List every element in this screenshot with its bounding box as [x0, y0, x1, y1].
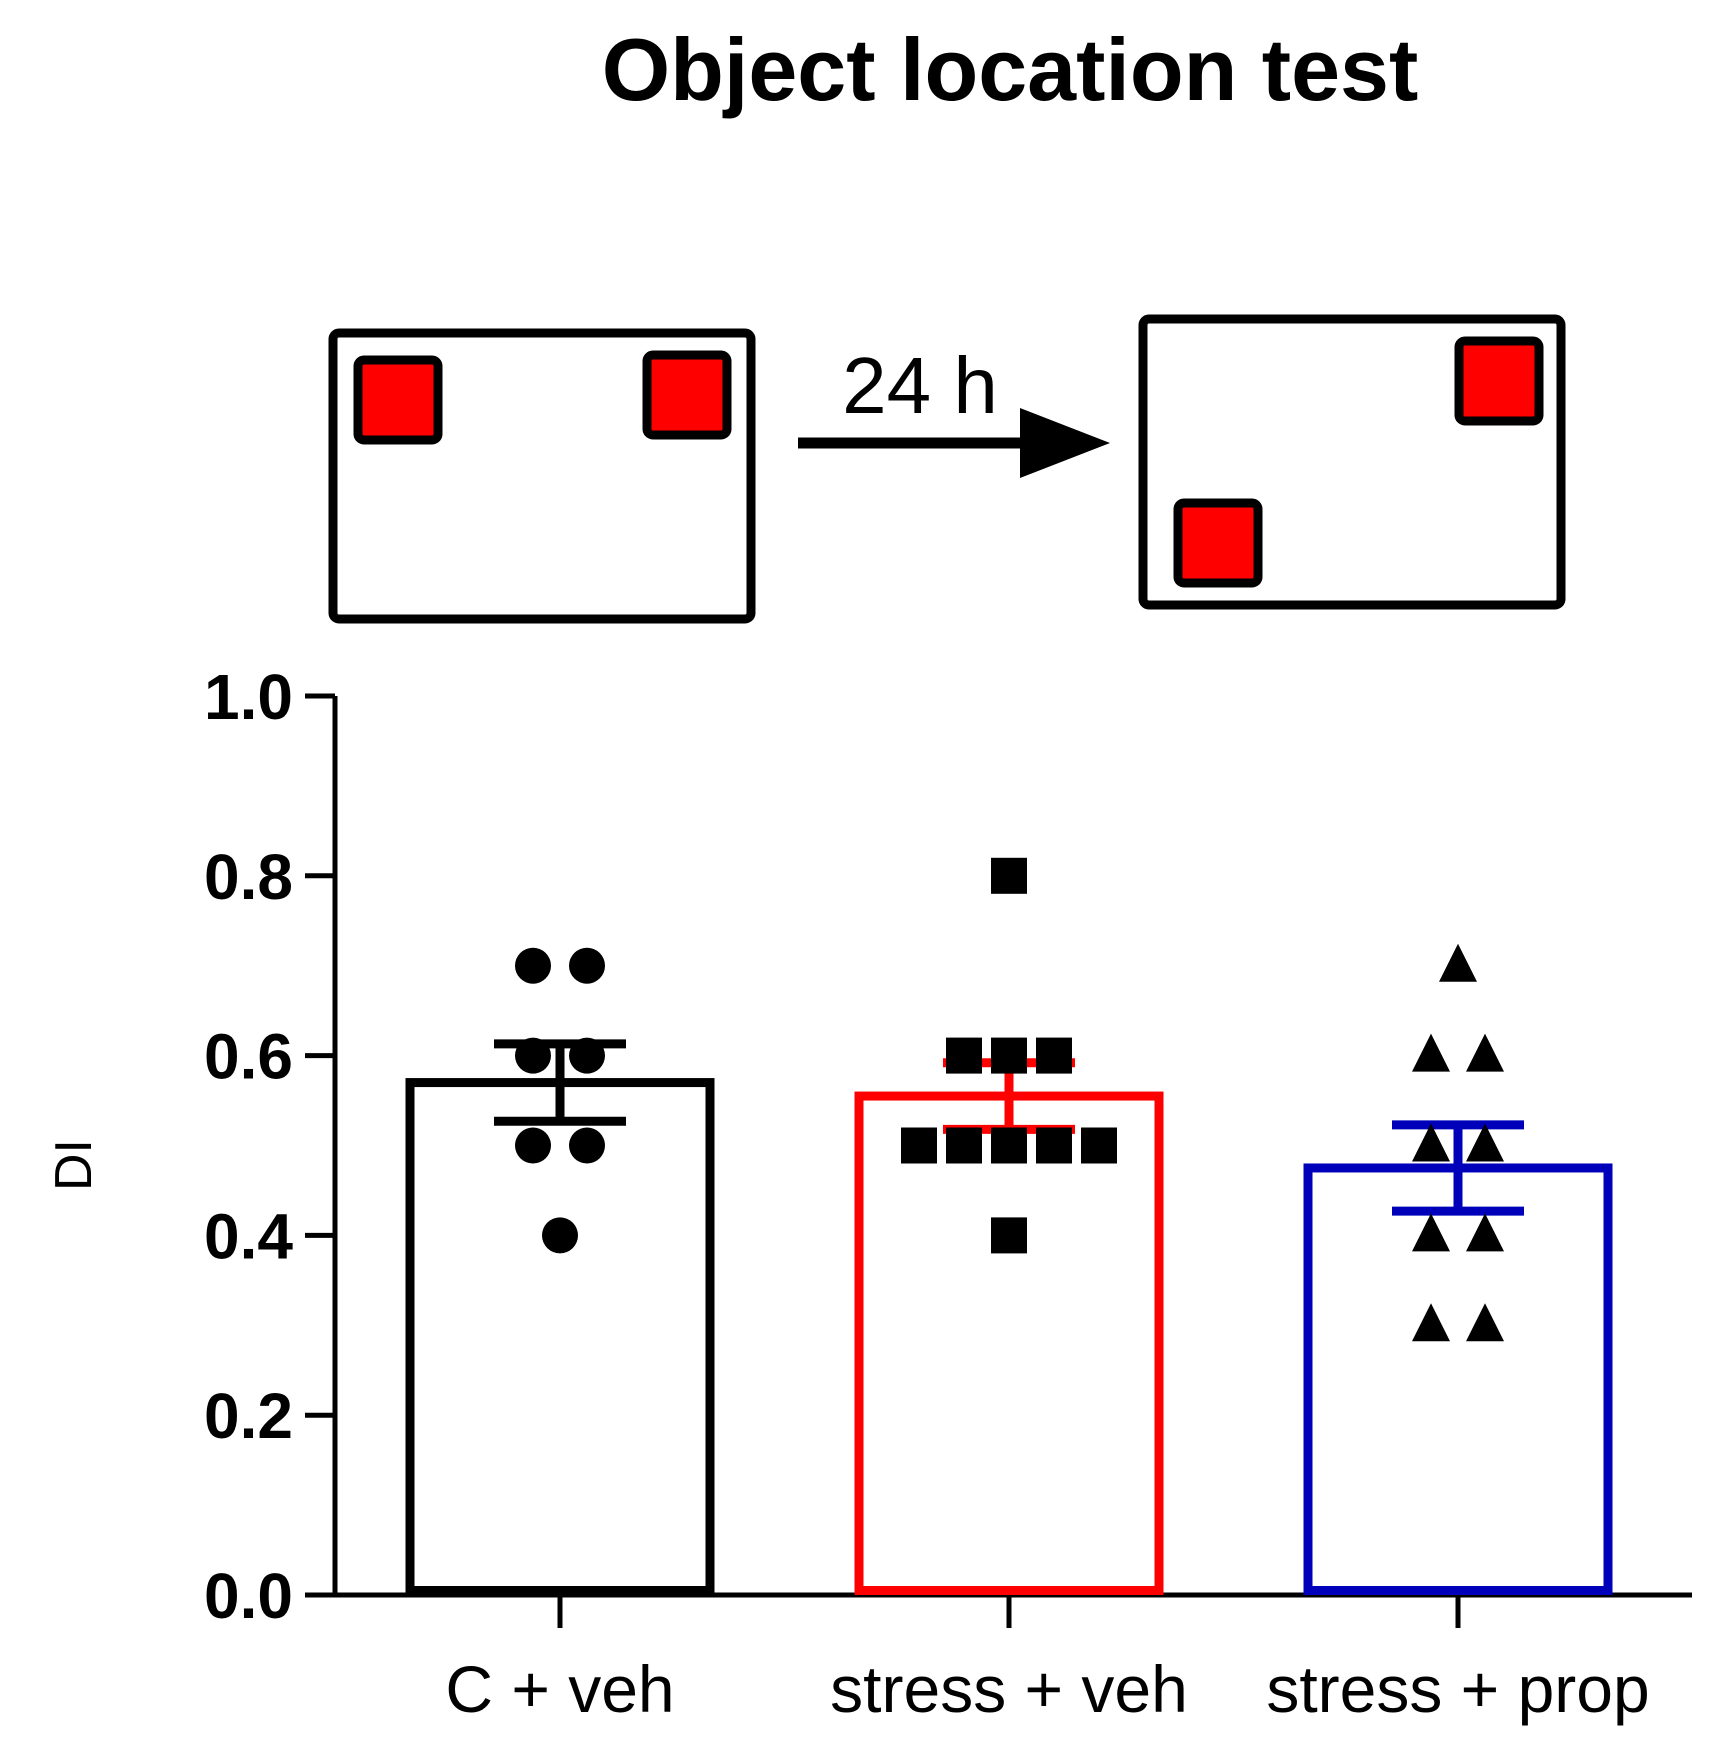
data-point-square [991, 1127, 1027, 1164]
y-tick-label: 0.4 [204, 1200, 293, 1272]
data-point-triangle [1466, 1303, 1504, 1342]
data-point-square [946, 1037, 982, 1074]
bar-2 [1303, 1163, 1613, 1595]
x-tick-label-stress-veh: stress + veh [830, 1652, 1188, 1726]
y-axis-label: DI [45, 1139, 103, 1191]
data-point-circle [515, 1127, 551, 1164]
object-top-left [353, 355, 443, 445]
y-tick-label: 0.2 [204, 1380, 293, 1452]
bar-0 [405, 1078, 715, 1595]
data-point-square [1036, 1127, 1072, 1164]
object-top-right-test [1454, 336, 1544, 426]
data-point-circle [569, 1037, 605, 1074]
data-point-circle [569, 1127, 605, 1164]
data-point-square [991, 1217, 1027, 1254]
y-tick-label: 0.8 [204, 841, 293, 913]
data-point-triangle [1412, 1303, 1450, 1342]
y-tick-label: 1.0 [204, 661, 293, 733]
interval-label: 24 h [842, 341, 998, 430]
data-point-square [901, 1127, 937, 1164]
y-tick-label: 0.6 [204, 1021, 293, 1093]
x-tick-label-c-veh: C + veh [445, 1652, 674, 1726]
data-point-triangle [1412, 1213, 1450, 1252]
data-points [515, 857, 1504, 1342]
data-point-square [946, 1127, 982, 1164]
data-point-circle [542, 1217, 578, 1254]
y-ticks: 0.0 0.2 0.4 0.6 0.8 1.0 [204, 661, 335, 1632]
data-point-circle [515, 1037, 551, 1074]
data-point-square [1036, 1037, 1072, 1074]
chart-title: Object location test [602, 20, 1419, 119]
object-top-right [642, 350, 732, 440]
data-point-triangle [1412, 1033, 1450, 1072]
data-point-square [991, 1037, 1027, 1074]
y-tick-label: 0.0 [204, 1560, 293, 1632]
schematic-test-arena [1138, 314, 1566, 610]
data-point-circle [515, 947, 551, 984]
data-point-triangle [1466, 1213, 1504, 1252]
data-point-circle [569, 947, 605, 984]
schematic-training-arena [328, 328, 756, 624]
object-bottom-left-test [1173, 498, 1263, 588]
schematic-interval-arrow: 24 h [798, 341, 1110, 478]
bar-1 [854, 1091, 1164, 1596]
data-point-square [1081, 1127, 1117, 1164]
data-point-triangle [1466, 1033, 1504, 1072]
x-tick-label-stress-prop: stress + prop [1266, 1652, 1649, 1726]
x-ticks: C + veh stress + veh stress + prop [445, 1595, 1650, 1726]
data-point-triangle [1439, 943, 1477, 982]
arrow-head-icon [1020, 408, 1110, 478]
data-point-triangle [1466, 1123, 1504, 1162]
data-point-triangle [1412, 1123, 1450, 1162]
data-point-square [991, 857, 1027, 894]
